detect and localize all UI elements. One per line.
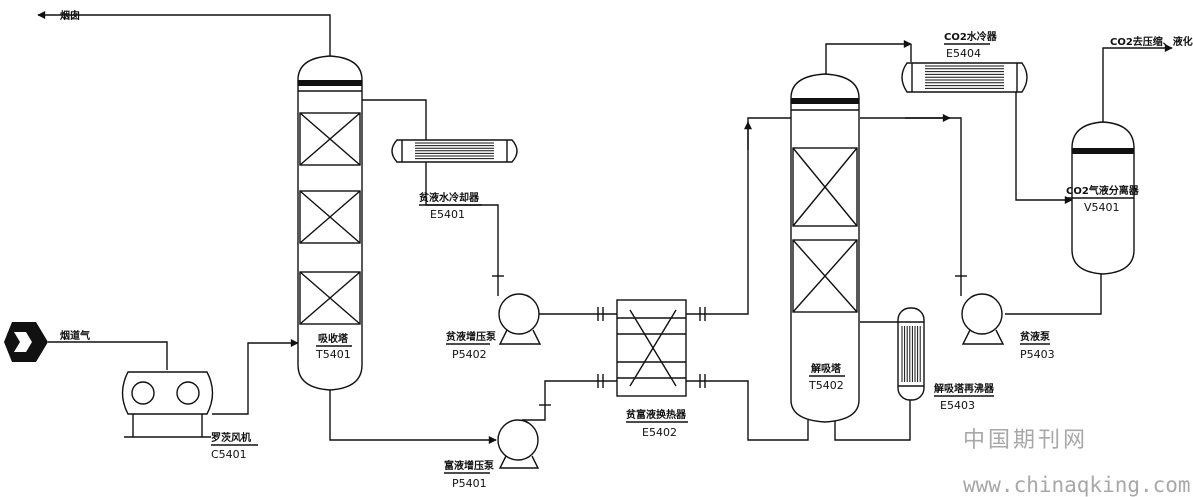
p5403-tag: P5403 (1020, 348, 1055, 361)
e5404-tag: E5404 (946, 47, 981, 60)
e5404-name: CO2水冷器 (944, 30, 998, 43)
flue-in-label: 烟道气 (60, 329, 90, 342)
e5402-tag: E5402 (642, 426, 677, 439)
t5401-name: 吸收塔 (318, 332, 349, 345)
p5402-name: 贫液增压泵 (446, 330, 497, 343)
c5401-tag: C5401 (211, 448, 247, 461)
label-underlines (211, 43, 1134, 474)
pipe-flue-gas-in (48, 341, 168, 370)
p5403-name: 贫液泵 (1020, 330, 1051, 343)
t5402-tag: T5402 (808, 379, 844, 392)
v5401-tag: V5401 (1084, 201, 1120, 214)
pipe-blower-to-absorber (212, 339, 299, 415)
reboiler (897, 307, 925, 401)
co2-water-cooler (901, 62, 1028, 93)
absorber-column (297, 55, 363, 391)
flue-out-label: 烟囱 (60, 9, 80, 22)
lean-rich-heat-exchanger (616, 299, 687, 397)
t5401-tag: T5401 (315, 348, 351, 361)
e5401-name: 贫液水冷却器 (419, 191, 480, 204)
pipe-stripper-top-to-e5404 (825, 40, 912, 77)
pump-p5402 (498, 293, 542, 345)
co2-out-label: CO2去压缩、液化 (1110, 35, 1193, 48)
pipe-e5402-rich-to-stripper (686, 380, 809, 441)
v5401-name: CO2气液分离器 (1066, 184, 1140, 197)
e5403-tag: E5403 (940, 399, 975, 412)
p5401-tag: P5401 (452, 477, 487, 490)
p5402-tag: P5402 (452, 348, 487, 361)
pump-p5403 (961, 293, 1005, 345)
e5401-tag: E5401 (430, 208, 465, 221)
pipe-flue-gas-out (37, 11, 331, 57)
pipe-e5401-to-absorber (362, 99, 427, 140)
roots-blower (121, 371, 214, 438)
flanges-e5402 (597, 307, 706, 388)
pipe-p5403-to-stripper (860, 114, 967, 296)
pump-p5401 (497, 419, 540, 469)
pipe-absorber-bottom-to-p5401 (329, 388, 497, 444)
watermark-url: www.chinaqking.com (963, 473, 1191, 497)
pipe-stripper-top-feed (686, 117, 791, 315)
pipe-v5401-bottom-to-p5403 (1005, 270, 1102, 315)
stripper-column (790, 73, 860, 423)
e5402-name: 贫富液换热器 (626, 408, 687, 421)
p5401-name: 富液增压泵 (444, 459, 495, 472)
flue-gas-inlet-symbol (4, 322, 48, 362)
lean-solution-cooler (391, 139, 518, 163)
pipe-p5401-to-e5402 (522, 380, 617, 421)
pipe-e5404-to-v5401 (1015, 92, 1073, 204)
c5401-name: 罗茨风机 (211, 431, 251, 444)
pipe-co2-out (1102, 44, 1173, 126)
e5403-name: 解吸塔再沸器 (934, 382, 995, 395)
pipe-p5402-to-e5401 (425, 162, 504, 296)
t5402-name: 解吸塔 (811, 362, 842, 375)
watermark-cn: 中国期刊网 (963, 428, 1088, 453)
